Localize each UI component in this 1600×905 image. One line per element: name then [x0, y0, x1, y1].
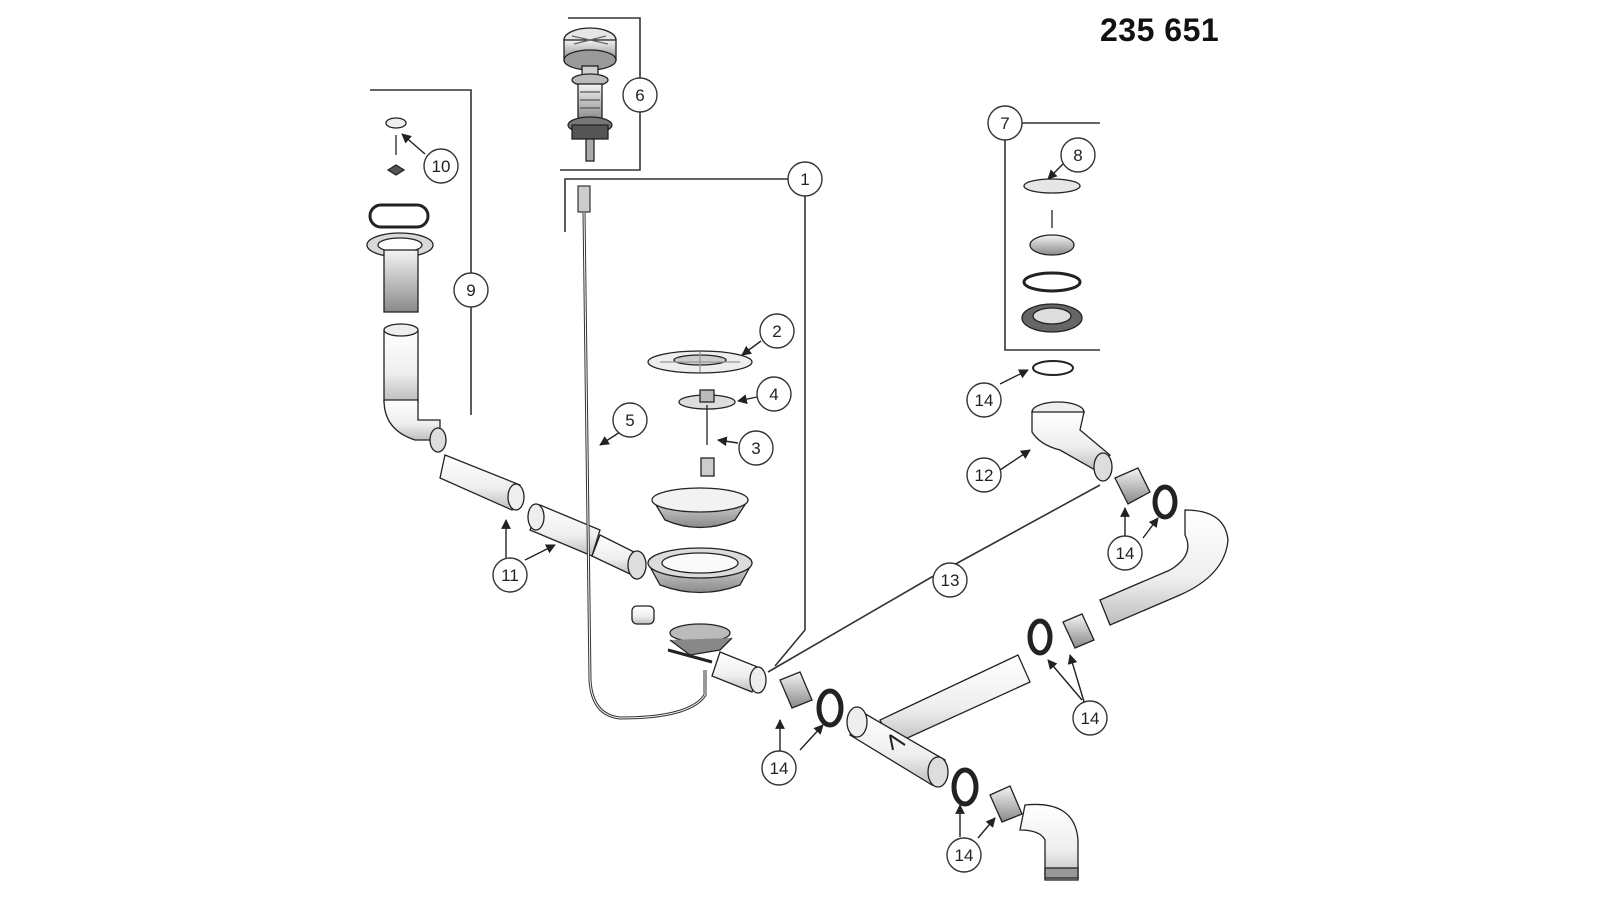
callout-12: 12 — [966, 457, 1002, 493]
callout-9-label: 9 — [466, 281, 475, 300]
second-strainer-drawing — [1021, 178, 1083, 333]
callout-13-label: 13 — [941, 571, 960, 590]
callout-14-e: 14 — [946, 837, 982, 873]
leader-13 — [767, 484, 1101, 673]
knob-assembly-drawing — [563, 27, 617, 162]
callout-7: 7 — [987, 105, 1023, 141]
callout-4: 4 — [756, 376, 792, 412]
callout-14-d: 14 — [761, 750, 797, 786]
overflow-hose-drawing — [439, 454, 647, 580]
callout-2: 2 — [759, 313, 795, 349]
callout-6: 6 — [622, 77, 658, 113]
callout-1: 1 — [787, 161, 823, 197]
callout-14-e-label: 14 — [955, 846, 974, 865]
callout-3-label: 3 — [751, 439, 760, 458]
callout-8-label: 8 — [1073, 146, 1082, 165]
callout-6-label: 6 — [635, 86, 644, 105]
callout-14-a: 14 — [966, 382, 1002, 418]
callout-5-label: 5 — [625, 411, 634, 430]
callout-14-c: 14 — [1072, 700, 1108, 736]
bracket-1 — [564, 178, 790, 232]
callout-13: 13 — [932, 562, 968, 598]
callout-11: 11 — [492, 557, 528, 593]
overflow-assembly-drawing — [366, 117, 447, 453]
callout-3: 3 — [738, 430, 774, 466]
callout-12-label: 12 — [975, 466, 994, 485]
callout-14-c-label: 14 — [1081, 709, 1100, 728]
callouts: 1 2 3 4 5 6 7 8 9 10 11 12 13 14 14 14 1… — [423, 77, 1143, 873]
callout-leaders — [401, 133, 1159, 839]
callout-14-b: 14 — [1107, 535, 1143, 571]
bowden-cable-drawing — [577, 185, 707, 720]
callout-11-label: 11 — [501, 566, 519, 585]
callout-14-d-label: 14 — [770, 759, 789, 778]
callout-10-label: 10 — [432, 157, 451, 176]
callout-14-a-label: 14 — [975, 391, 994, 410]
callout-5: 5 — [612, 402, 648, 438]
elbow-connector-drawing — [1031, 360, 1113, 482]
part-number-title: 235 651 — [1100, 12, 1220, 48]
group-brackets — [370, 17, 1101, 673]
callout-2-label: 2 — [772, 322, 781, 341]
leader-1 — [774, 190, 806, 667]
strainer-assembly-drawing — [631, 350, 767, 694]
callout-14-b-label: 14 — [1116, 544, 1135, 563]
bracket-7 — [1004, 135, 1100, 351]
callout-10: 10 — [423, 148, 459, 184]
callout-9: 9 — [453, 272, 489, 308]
siphon-pipes-drawing — [779, 467, 1229, 881]
callout-7-label: 7 — [1000, 114, 1009, 133]
callout-8: 8 — [1060, 137, 1096, 173]
callout-4-label: 4 — [769, 385, 778, 404]
callout-1-label: 1 — [800, 170, 809, 189]
